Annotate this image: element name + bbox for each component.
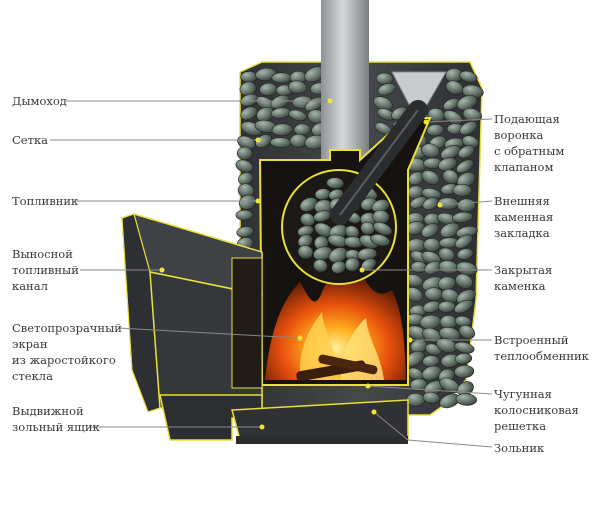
dot-firebox bbox=[255, 198, 261, 204]
dot-heat-exchanger bbox=[407, 337, 413, 343]
leader-dots bbox=[159, 98, 443, 430]
dot-ash-drawer bbox=[259, 424, 265, 430]
stone bbox=[455, 273, 473, 289]
stone bbox=[370, 233, 390, 247]
stone bbox=[454, 364, 475, 379]
dot-feed-funnel bbox=[423, 119, 429, 125]
label-closed-heater: Закрытая каменка bbox=[494, 263, 553, 293]
stone bbox=[236, 146, 253, 161]
label-firebox: Топливник bbox=[12, 194, 79, 208]
dot-mesh bbox=[255, 137, 261, 143]
leader-outer-stone-layer bbox=[439, 200, 493, 206]
label-heat-exchanger: Встроенный теплообменник bbox=[494, 333, 589, 363]
stone bbox=[409, 378, 428, 392]
stone bbox=[438, 300, 456, 313]
stone bbox=[236, 226, 254, 238]
glass-screen bbox=[231, 257, 263, 389]
stone bbox=[426, 124, 445, 137]
stone bbox=[459, 70, 478, 83]
stone bbox=[377, 83, 397, 96]
stone bbox=[422, 391, 441, 404]
leader-lines bbox=[50, 100, 493, 448]
stone bbox=[421, 143, 440, 159]
stone bbox=[326, 177, 344, 189]
stone bbox=[297, 245, 314, 259]
label-chimney: Дымоход bbox=[12, 94, 67, 108]
chimney-pipe bbox=[321, 0, 369, 160]
stone bbox=[457, 145, 475, 159]
stone bbox=[421, 170, 440, 185]
leader-feed-funnel bbox=[425, 118, 493, 123]
stone bbox=[456, 159, 474, 174]
stone bbox=[288, 80, 308, 94]
dot-chimney bbox=[327, 98, 333, 104]
stone bbox=[299, 197, 318, 212]
dot-cast-iron-grate bbox=[365, 383, 371, 389]
stone bbox=[457, 248, 474, 260]
stone bbox=[455, 393, 477, 406]
stone bbox=[238, 194, 257, 210]
stove-base bbox=[236, 436, 408, 444]
label-ash-pit: Зольник bbox=[494, 441, 545, 455]
label-cast-iron-grate: Чугунная колосниковая решетка bbox=[494, 387, 579, 433]
stone bbox=[235, 209, 254, 221]
stone bbox=[452, 183, 473, 197]
outer-stone-layer bbox=[235, 66, 484, 409]
feed-pipe-edge bbox=[339, 109, 419, 216]
firewood-log-2 bbox=[318, 354, 378, 375]
leader-glass-screen bbox=[117, 327, 301, 339]
stone bbox=[457, 198, 476, 213]
ash-drawer bbox=[159, 394, 263, 441]
stone bbox=[289, 133, 308, 148]
stone bbox=[454, 341, 475, 354]
stone bbox=[458, 324, 476, 340]
closed-heater-stones bbox=[297, 177, 393, 274]
label-remote-fuel-channel: Выносной топливный канал bbox=[12, 247, 79, 293]
stone bbox=[459, 120, 478, 136]
label-feed-funnel: Подающая воронка с обратным клапаном bbox=[494, 112, 565, 174]
stone bbox=[240, 106, 258, 121]
dot-closed-heater bbox=[359, 267, 365, 273]
stone bbox=[313, 259, 328, 273]
stone bbox=[421, 223, 440, 238]
stone bbox=[255, 134, 273, 148]
stone bbox=[454, 299, 474, 314]
label-outer-stone-layer: Внешняя каменная закладка bbox=[494, 194, 554, 240]
stone bbox=[270, 94, 290, 109]
stone bbox=[440, 145, 461, 160]
stone bbox=[421, 365, 442, 381]
dot-ash-pit bbox=[371, 409, 377, 415]
stone bbox=[440, 222, 460, 238]
leader-ash-pit bbox=[373, 411, 493, 448]
stone bbox=[288, 109, 307, 122]
dot-outer-stone-layer bbox=[437, 202, 443, 208]
label-ash-drawer: Выдвижной зольный ящик bbox=[12, 404, 100, 434]
stone bbox=[360, 221, 375, 235]
dot-remote-fuel-channel bbox=[159, 267, 165, 273]
stone bbox=[451, 211, 474, 223]
stone bbox=[456, 171, 476, 188]
stone bbox=[344, 257, 360, 272]
stone bbox=[454, 234, 473, 249]
stone bbox=[293, 123, 311, 136]
stone bbox=[235, 159, 254, 173]
leader-cast-iron-grate bbox=[367, 385, 493, 395]
label-mesh: Сетка bbox=[12, 133, 49, 147]
stone bbox=[372, 222, 393, 236]
dot-glass-screen bbox=[297, 335, 303, 341]
stone bbox=[271, 123, 293, 137]
stone bbox=[422, 197, 439, 211]
stone bbox=[271, 72, 292, 84]
stone bbox=[454, 352, 473, 365]
label-glass-screen: Светопрозрачный экран из жаростойкого ст… bbox=[12, 321, 122, 383]
